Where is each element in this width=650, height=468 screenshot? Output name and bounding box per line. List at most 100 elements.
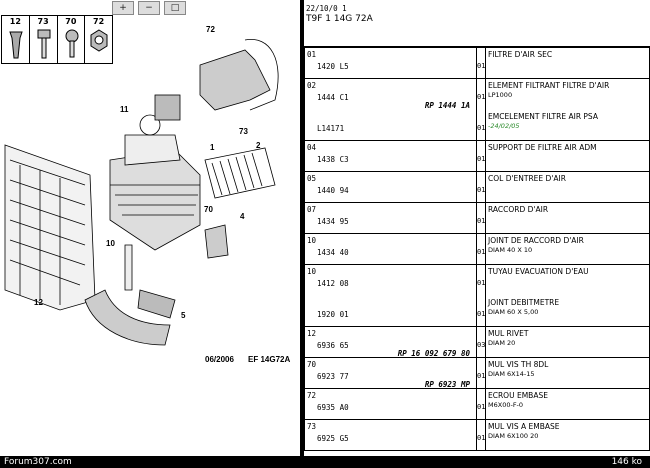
panel-divider — [300, 0, 304, 456]
callout-label: 73 — [239, 127, 248, 136]
quantity-cell: 01 — [476, 202, 486, 234]
part-number: 1438 C3 — [317, 155, 349, 164]
bracket-drawing — [204, 224, 229, 259]
part-specification: DIAM 40 X 10 — [488, 246, 533, 254]
part-description: SUPPORT DE FILTRE AIR ADM — [488, 143, 597, 152]
file-size: 146 ko — [611, 457, 642, 467]
description-cell: COL D'ENTREE D'AIR — [485, 171, 650, 203]
quantity: 01 — [477, 310, 486, 318]
filter-element-drawing — [204, 147, 276, 199]
item-number: 10 — [307, 267, 317, 276]
part-number: 1434 95 — [317, 217, 349, 226]
drawing-code: EF 14G72A — [248, 355, 290, 364]
legend-cell: 70 — [58, 16, 86, 63]
quantity: 01 — [477, 124, 486, 132]
bolt-icon — [65, 29, 78, 58]
quantity-cell: 01 — [476, 419, 486, 451]
description-cell: SUPPORT DE FILTRE AIR ADM — [485, 140, 650, 172]
list-date: 22/10/0 1 — [306, 4, 347, 13]
rivet-icon — [9, 31, 23, 59]
callout-label: 11 — [120, 105, 129, 114]
part-specification: DIAM 60 X 5,00 — [488, 308, 539, 316]
legend-cell: 72 — [85, 16, 112, 63]
quantity-cell: 01 — [476, 388, 486, 420]
description-cell: FILTRE D'AIR SEC — [485, 47, 650, 79]
item-number: 04 — [307, 143, 317, 152]
legend-cell: 12 — [2, 16, 30, 63]
part-description: MUL VIS TH 8DL — [488, 360, 549, 369]
zoom-toolbar: + − □ — [112, 1, 186, 15]
zoom-in-button[interactable]: + — [112, 1, 134, 15]
airflow-meter-drawing — [139, 94, 181, 136]
part-number: 6923 77 — [317, 372, 349, 381]
item-number: 12 — [307, 329, 317, 338]
quantity: 01 — [477, 248, 486, 256]
part-specification: DIAM 6X100 20 — [488, 432, 539, 440]
callout-label: 70 — [204, 205, 213, 214]
part-number: 1420 L5 — [317, 62, 349, 71]
item-number: 01 — [307, 50, 317, 59]
quantity-cell: 01 — [476, 171, 486, 203]
quantity: 01 — [477, 62, 486, 70]
list-title: T9F 1 14G 72A — [306, 14, 373, 24]
part-number: 1434 40 — [317, 248, 349, 257]
part-description: MUL VIS A EMBASE — [488, 422, 560, 431]
part-description: MUL RIVET — [488, 329, 529, 338]
site-name: Forum307.com — [4, 457, 72, 467]
item-number: 10 — [307, 236, 317, 245]
legend-cell: 73 — [30, 16, 58, 63]
callout-label: 12 — [34, 298, 43, 307]
part-number: 1440 94 — [317, 186, 349, 195]
part-description: TUYAU EVACUATION D'EAU — [488, 267, 589, 276]
quantity: 03 — [477, 341, 486, 349]
quantity: 01 — [477, 372, 486, 380]
screw-icon — [37, 29, 51, 59]
part-description: RACCORD D'AIR — [488, 205, 549, 214]
quantity-cell: 01 01 — [476, 264, 486, 327]
quantity-cell: 01 — [476, 140, 486, 172]
air-filter-assembly-drawing: 72 11 1 2 73 70 4 10 12 5 06/2006 EF 14G… — [4, 25, 290, 364]
zoom-out-button[interactable]: − — [138, 1, 160, 15]
zoom-fit-button[interactable]: □ — [164, 1, 186, 15]
quantity-cell: 01 — [476, 233, 486, 265]
quantity-cell: 01 — [476, 357, 486, 389]
quantity: 01 — [477, 434, 486, 442]
callout-label: 4 — [240, 212, 245, 221]
item-number: 05 — [307, 174, 317, 183]
part-number: 1444 C1 — [317, 93, 349, 102]
callout-label: 1 — [210, 143, 215, 152]
quantity-cell: 01 — [476, 47, 486, 79]
part-specification: DIAM 20 — [488, 339, 516, 347]
item-number: 70 — [307, 360, 317, 369]
replacement-part-number: RP 1444 1A — [424, 101, 470, 110]
part-specification: LP1000 — [488, 91, 513, 99]
part-number: L14171 — [317, 124, 345, 133]
intake-duct-drawing — [199, 38, 279, 111]
quantity: 01 — [477, 279, 486, 287]
